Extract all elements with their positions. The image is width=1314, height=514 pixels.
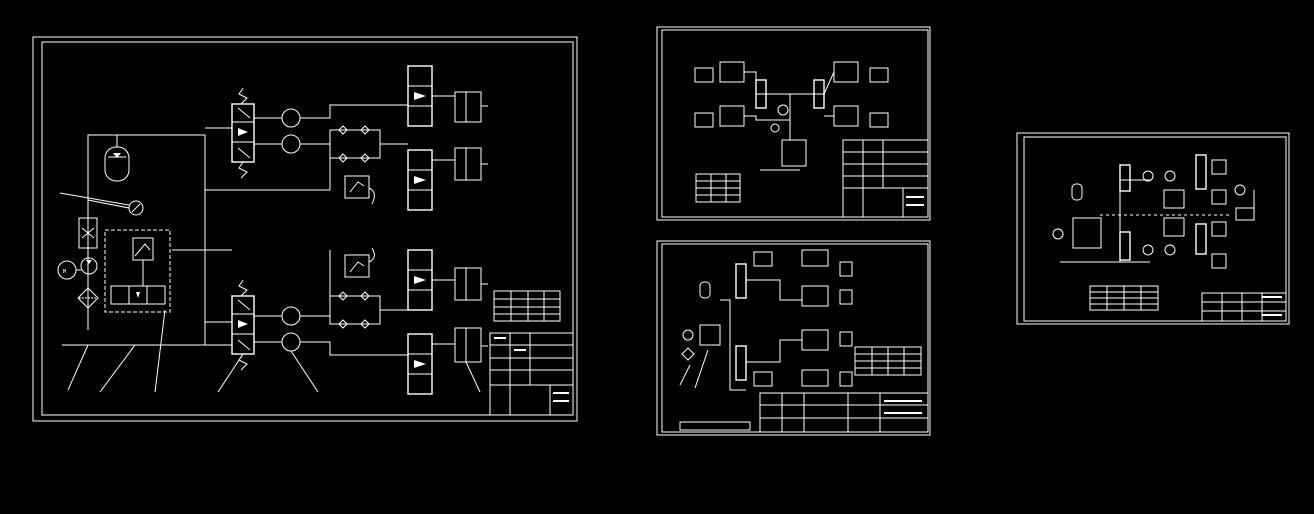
check-bridge-upper [329,125,408,205]
sheet-3-schematic [679,249,853,391]
title-block-main [489,332,574,416]
parts-table-main [493,290,561,322]
sheet-4-inner-border [1023,136,1287,322]
directional-valve-upper [231,87,255,179]
valve-cylinder-row-1 [407,65,488,127]
valve-cylinder-row-2 [407,147,488,211]
filter-symbol [77,287,99,309]
sheet-4-title-block [1201,292,1287,322]
hydraulic-motor-lower [254,306,408,356]
sheet-3[interactable] [656,240,931,436]
sheet-inner-border [41,41,574,416]
sheet-outer-border [32,36,578,422]
sheet-2-schematic [694,61,889,171]
sheet-3-outer-border [656,240,931,436]
sheet-2-outer-border [656,26,931,221]
sheet-2-title-block [842,139,929,218]
sheet-3-parts-table [854,346,922,376]
sheet-4-schematic [1052,154,1255,269]
valve-cylinder-row-4 [407,327,488,395]
sheet-2-parts-table [695,173,741,203]
sheet-main-schematic[interactable]: M [32,36,578,422]
sheet-3-inner-border [661,243,929,433]
pressure-gauge-symbol [59,192,144,216]
sheet-2-inner-border [661,29,929,218]
sheet-4-parts-table [1089,285,1159,311]
svg-text:M: M [63,269,66,275]
supply-lines [62,127,330,346]
sheet-4[interactable] [1016,132,1290,325]
unloading-valve-block [104,229,171,313]
accumulator-symbol [104,135,130,182]
sheet-3-title-block [679,392,929,433]
sheet-4-outer-border [1016,132,1290,325]
check-bridge-lower [329,247,408,329]
directional-valve-lower [231,279,255,371]
check-valve-block [78,217,98,249]
motor-pump-symbol: M [57,257,98,280]
callout-leaders [67,309,481,393]
valve-cylinder-row-3 [407,249,488,311]
hydraulic-motor-upper [254,104,408,154]
sheet-2[interactable] [656,26,931,221]
